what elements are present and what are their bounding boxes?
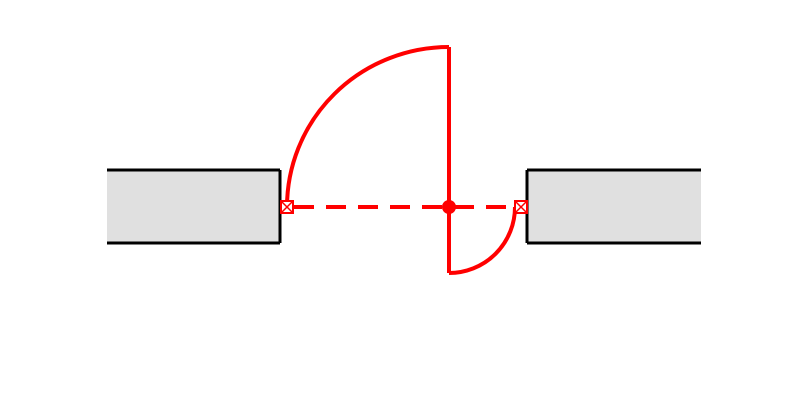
left-wall (107, 168, 282, 245)
large-swing-arc (285, 45, 450, 208)
right-jamb-marker-icon (514, 200, 528, 214)
pivot-point (442, 200, 456, 214)
right-wall (525, 168, 701, 245)
left-jamb-marker-icon (280, 200, 294, 214)
left-wall-fill (107, 170, 280, 243)
right-wall-fill (527, 170, 701, 243)
small-swing-arc (448, 206, 517, 275)
